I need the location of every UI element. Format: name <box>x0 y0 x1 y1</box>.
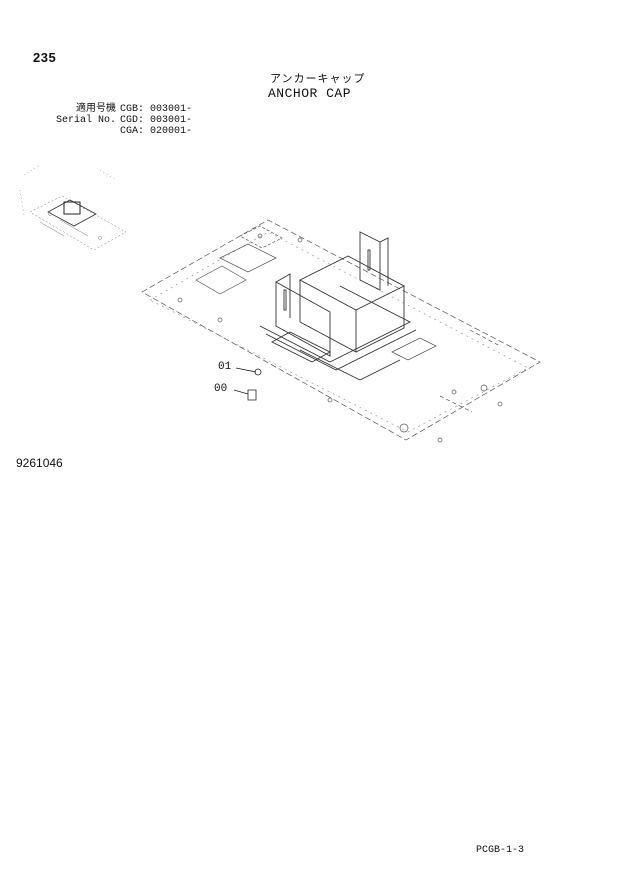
serial-label: Serial No. <box>55 115 116 126</box>
title-japanese: アンカーキャップ <box>270 72 366 85</box>
thumbnail-overview <box>19 164 127 251</box>
callout-leaders <box>233 367 262 401</box>
drawing-number: 9261046 <box>16 456 63 470</box>
serial-labels: 適用号機 Serial No. <box>46 104 116 137</box>
page-number: 235 <box>33 50 57 65</box>
callout-00: 00 <box>214 383 228 395</box>
floor-plate <box>141 219 541 443</box>
serial-code: CGB: 003001- <box>120 104 193 115</box>
serial-label: 適用号機 <box>76 104 116 115</box>
footer-code: PCGB-1-3 <box>476 845 525 856</box>
serial-codes: CGB: 003001- CGD: 003001- CGA: 020001- <box>120 104 192 137</box>
serial-code: CGD: 003001- <box>120 115 193 126</box>
callout-01: 01 <box>218 361 232 373</box>
box-assembly <box>259 231 417 381</box>
title-english: ANCHOR CAP <box>268 86 352 101</box>
serial-code: CGA: 020001- <box>120 126 193 137</box>
